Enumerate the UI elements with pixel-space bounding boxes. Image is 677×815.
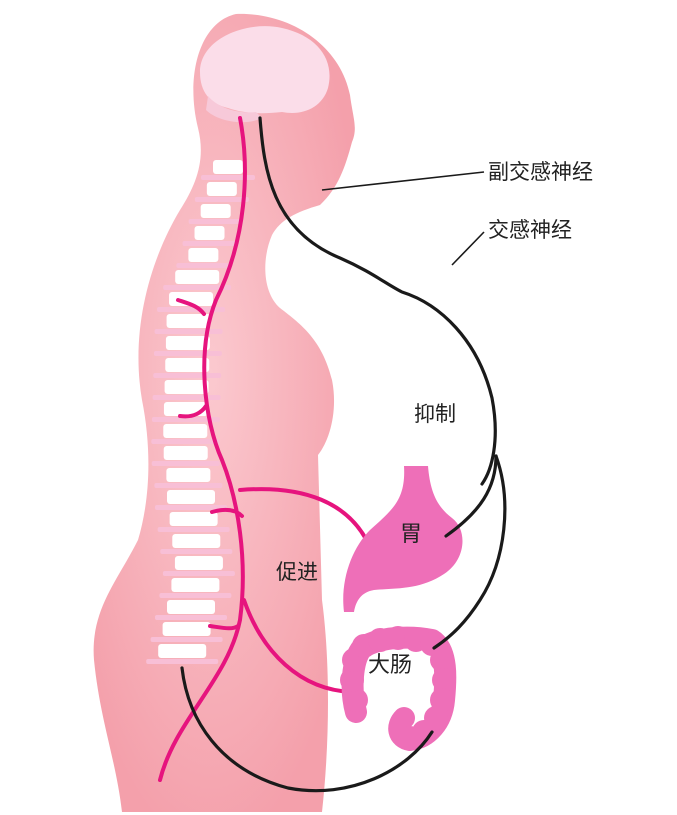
sympathetic-nerve-to-large-intestine: [242, 598, 354, 694]
vertebra: [174, 556, 223, 570]
nerve-branch: [178, 404, 208, 419]
intestine-segment: [368, 628, 392, 652]
intestine-segment: [344, 688, 368, 712]
vertebra: [167, 600, 215, 614]
nerve-branch: [208, 624, 240, 631]
intestine-segment: [432, 668, 456, 692]
intervertebral-disc: [155, 615, 227, 620]
intervertebral-disc: [188, 219, 243, 224]
vertebra: [167, 490, 215, 504]
intervertebral-disc: [151, 439, 220, 444]
vertebra: [162, 622, 211, 636]
body-silhouette: [93, 13, 355, 812]
intervertebral-disc: [150, 637, 223, 642]
intervertebral-disc: [153, 373, 222, 378]
parasympathetic-nerve-to-large-intestine: [432, 454, 507, 650]
nerve-branch: [210, 507, 244, 518]
parasympathetic-nerve: [258, 116, 497, 486]
sympathetic-label: 交感神经: [488, 218, 572, 242]
parasympathetic-nerve-to-stomach: [444, 454, 498, 538]
intervertebral-disc: [157, 307, 226, 312]
promote-label: 促进: [276, 560, 318, 584]
intervertebral-disc: [201, 175, 255, 180]
intervertebral-disc: [151, 417, 220, 422]
intervertebral-disc: [159, 593, 232, 598]
vertebra: [172, 534, 221, 548]
large-intestine-label: 大肠: [368, 653, 413, 678]
parasympathetic-nerve-lower: [180, 666, 434, 793]
vertebra: [165, 336, 210, 350]
stomach: [343, 466, 463, 612]
spinal-cord-nerve: [158, 116, 247, 782]
vertebra: [169, 512, 218, 526]
vertebra: [166, 468, 211, 482]
inhibit-label: 抑制: [414, 402, 456, 426]
vertebra: [164, 380, 209, 394]
vertebra: [163, 424, 208, 438]
intervertebral-disc: [176, 263, 231, 268]
vertebra: [206, 182, 237, 196]
nerve-branch: [176, 298, 206, 316]
brain: [200, 26, 330, 114]
intervertebral-disc: [162, 571, 235, 576]
intervertebral-disc: [152, 395, 221, 400]
vertebra: [194, 226, 225, 240]
intestine-segment: [340, 668, 364, 692]
intervertebral-disc: [182, 241, 237, 246]
vertebra: [213, 160, 243, 174]
sympathetic-nerve-to-stomach: [238, 487, 374, 554]
intestine-bumps: [340, 626, 456, 750]
sympathetic-leader-line: [451, 231, 485, 266]
spine-discs: [146, 175, 255, 664]
intervertebral-disc: [155, 505, 227, 510]
vertebra: [158, 644, 207, 658]
vertebra: [200, 204, 231, 218]
intestine-segment: [386, 626, 410, 650]
vertebra: [163, 446, 208, 460]
spine-vertebrae: [158, 160, 243, 658]
intervertebral-disc: [157, 527, 230, 532]
intervertebral-disc: [154, 483, 223, 488]
parasympathetic-leader-line: [321, 171, 485, 191]
vertebra: [188, 248, 219, 262]
vertebra: [165, 358, 210, 372]
intervertebral-disc: [160, 549, 233, 554]
vertebra: [166, 314, 211, 328]
intervertebral-disc: [146, 659, 219, 664]
intestine-segment: [398, 726, 422, 750]
brainstem: [206, 96, 262, 123]
intervertebral-disc: [151, 461, 220, 466]
intervertebral-disc: [194, 197, 249, 202]
vertebra: [175, 270, 220, 284]
stomach-label: 胃: [400, 522, 423, 547]
intestine-segment: [430, 648, 454, 672]
intervertebral-disc: [163, 285, 232, 290]
intervertebral-disc: [153, 351, 222, 356]
parasympathetic-label: 副交感神经: [488, 160, 593, 184]
intervertebral-disc: [154, 329, 223, 334]
vertebra: [171, 578, 220, 592]
